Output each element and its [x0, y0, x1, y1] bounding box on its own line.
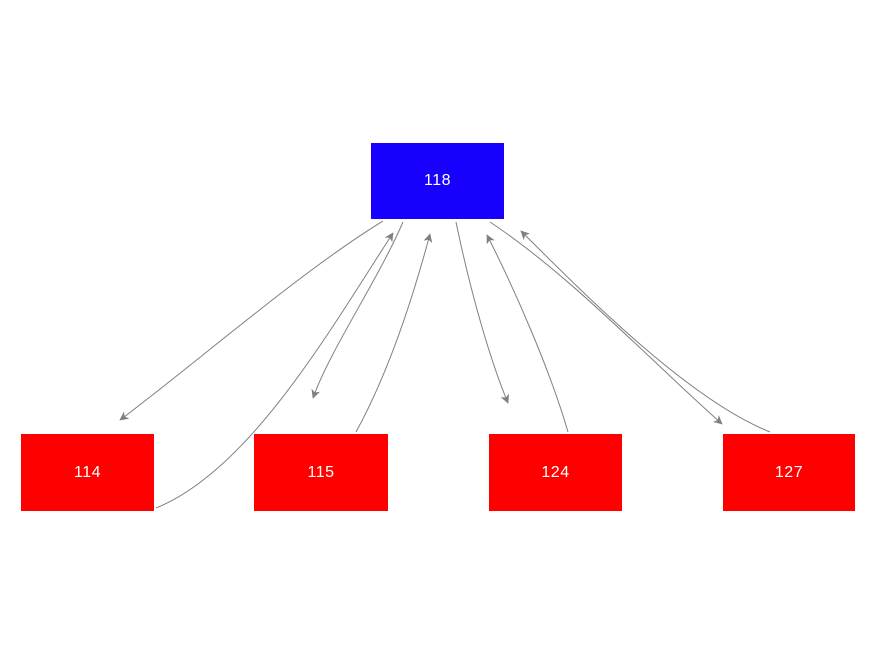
graph-edge [355, 233, 433, 433]
graph-node-127[interactable]: 127 [723, 434, 855, 511]
graph-edge [455, 221, 509, 404]
graph-edge [486, 234, 569, 433]
graph-node-115[interactable]: 115 [254, 434, 388, 511]
graph-node-118[interactable]: 118 [371, 143, 504, 219]
graph-node-124[interactable]: 124 [489, 434, 622, 511]
graph-edge [489, 221, 723, 425]
graph-node-label: 124 [541, 463, 570, 481]
edges-group [119, 220, 771, 509]
graph-edge [520, 230, 771, 433]
graph-node-label: 127 [774, 463, 804, 481]
graph-node-label: 118 [423, 172, 451, 189]
graph-edge [119, 220, 384, 421]
graph-node-114[interactable]: 114 [21, 434, 154, 511]
graph-edge [311, 221, 404, 399]
graph-edge [155, 232, 394, 509]
graph-node-label: 115 [307, 463, 335, 481]
graph-node-label: 114 [73, 463, 101, 481]
